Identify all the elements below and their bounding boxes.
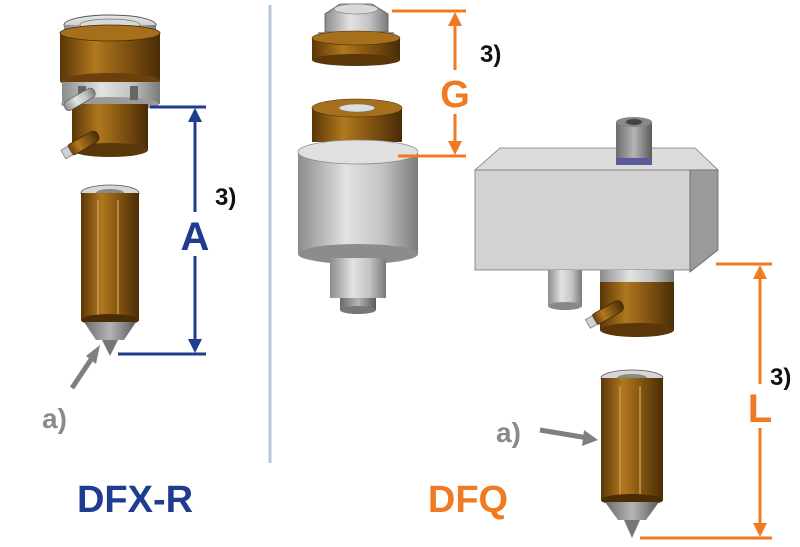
dimension-a-note: 3): [215, 184, 236, 211]
dfq-lower-cartridge: [600, 369, 664, 538]
callout-arrow-left: [69, 345, 100, 390]
dimension-a-label: A: [181, 215, 210, 259]
dfq-housing-block: [473, 117, 719, 337]
dimension-g-label: G: [440, 74, 470, 116]
callout-arrow-right: [539, 427, 598, 446]
panel-title-dfq: DFQ: [428, 479, 508, 521]
dimension-l-note: 3): [770, 364, 791, 391]
dimension-g-note: 3): [480, 41, 501, 68]
dfx-r-upper-assembly: [59, 14, 161, 160]
panel-title-dfx-r: DFX-R: [77, 479, 193, 521]
dfq-top-cap: [311, 3, 401, 66]
callout-label-right: a): [496, 417, 521, 448]
dimension-l-label: L: [748, 387, 772, 431]
dimension-l-marker: [640, 262, 775, 540]
dfx-r-lower-cartridge: [80, 184, 140, 356]
callout-label-left: a): [42, 403, 67, 434]
dimension-g-marker: [392, 9, 472, 158]
dfq-base-block: [297, 98, 419, 314]
dimension-a-marker: [118, 105, 210, 356]
